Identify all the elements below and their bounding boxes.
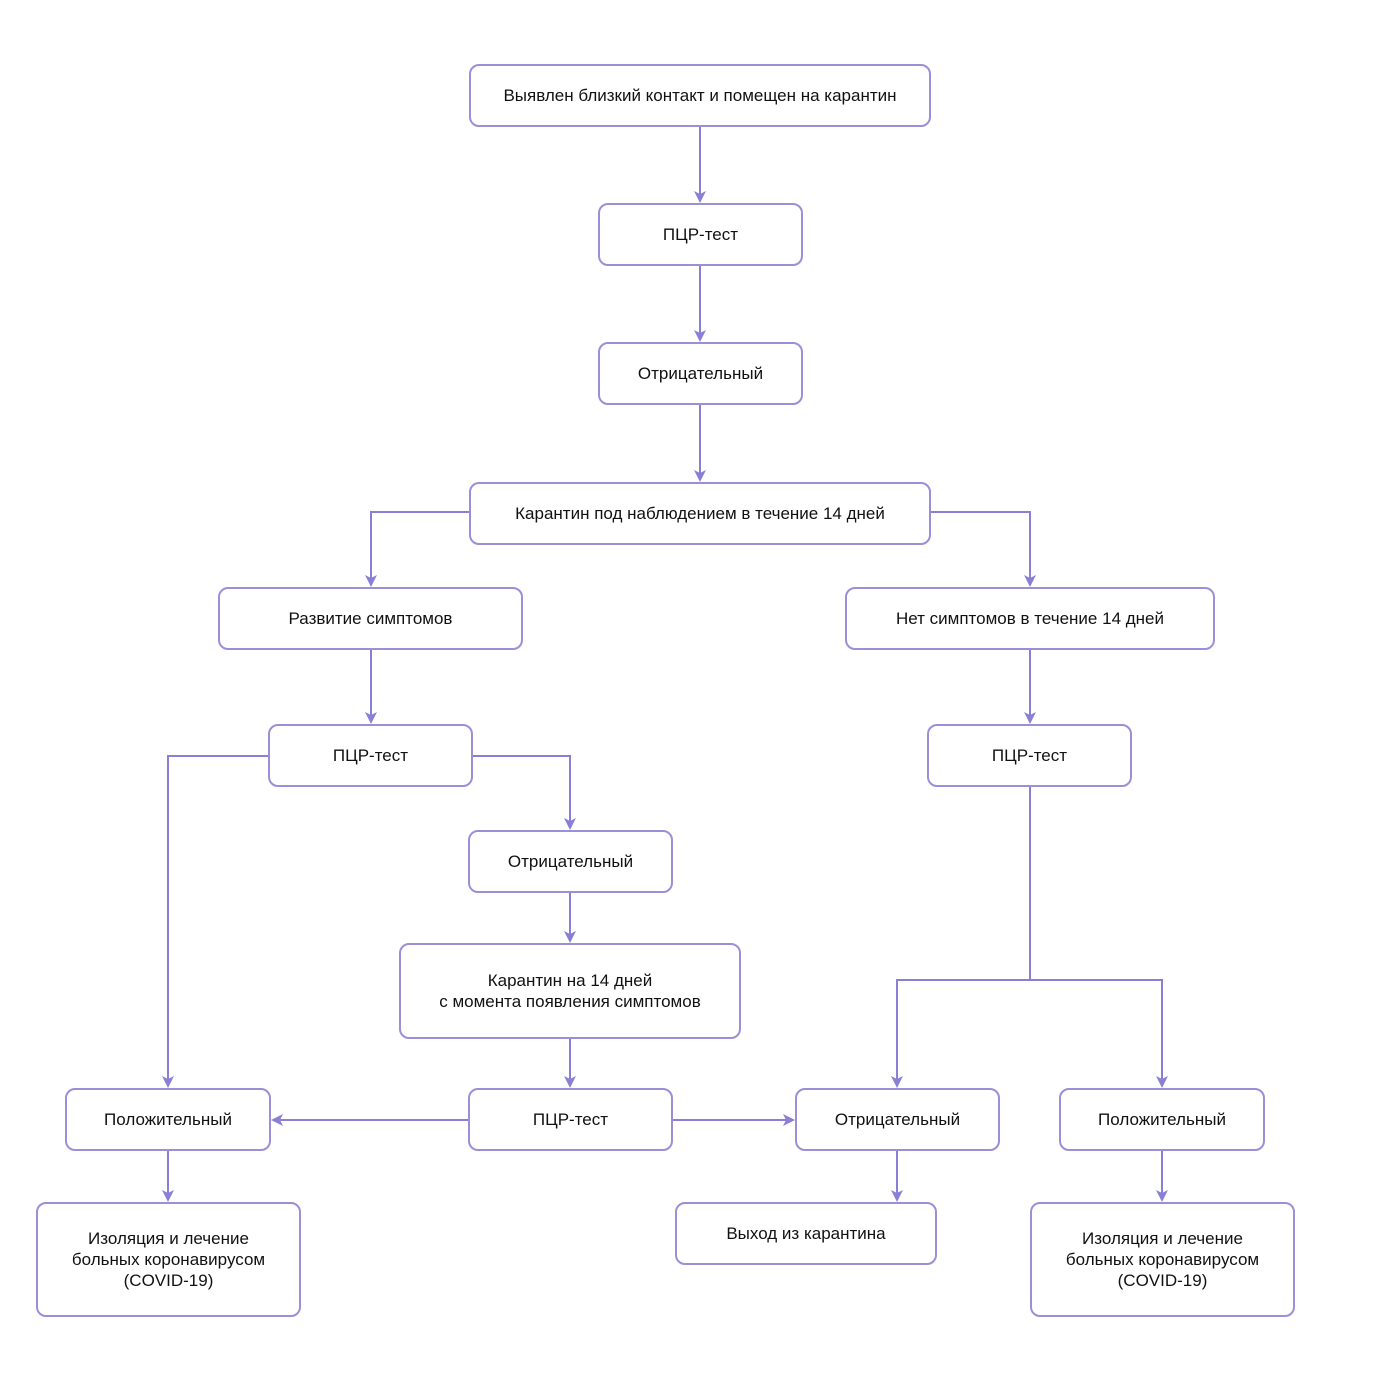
node-pcr-test-right: ПЦР-тест bbox=[927, 724, 1132, 787]
node-negative-1-label: Отрицательный bbox=[637, 364, 764, 383]
node-exit-quarantine-label: Выход из карантина bbox=[726, 1224, 886, 1243]
node-exit-quarantine: Выход из карантина bbox=[675, 1202, 937, 1265]
node-symptoms-develop: Развитие симптомов bbox=[218, 587, 523, 650]
node-quarantine-from-symptoms: Карантин на 14 дней с момента появления … bbox=[399, 943, 741, 1039]
node-quarantine-14-days-label: Карантин под наблюдением в течение 14 дн… bbox=[515, 504, 885, 523]
node-negative-2-label: Отрицательный bbox=[507, 852, 634, 871]
edge-quarantine-to-symptoms bbox=[365, 511, 470, 587]
edge-pcr2-to-pos-left bbox=[162, 755, 268, 1088]
node-no-symptoms: Нет симптомов в течение 14 дней bbox=[845, 587, 1215, 650]
node-isolation-right-label: Изоляция и лечение больных коронавирусом… bbox=[1065, 1229, 1260, 1290]
edge-quarantine-to-no-symptoms bbox=[930, 511, 1036, 587]
node-pcr-test-1-label: ПЦР-тест bbox=[662, 225, 739, 244]
node-close-contact-label: Выявлен близкий контакт и помещен на кар… bbox=[503, 86, 897, 105]
edge-pcr2-to-neg2 bbox=[472, 755, 576, 830]
node-pcr-test-2-label: ПЦР-тест bbox=[332, 746, 409, 765]
node-close-contact: Выявлен близкий контакт и помещен на кар… bbox=[469, 64, 931, 127]
node-negative-bottom-label: Отрицательный bbox=[834, 1110, 961, 1129]
node-pcr-test-right-label: ПЦР-тест bbox=[991, 746, 1068, 765]
node-negative-1: Отрицательный bbox=[598, 342, 803, 405]
node-isolation-left: Изоляция и лечение больных коронавирусом… bbox=[36, 1202, 301, 1317]
node-positive-left-label: Положительный bbox=[104, 1110, 232, 1129]
edge-pcr-right-to-neg-bottom bbox=[891, 979, 1030, 1088]
node-quarantine-from-symptoms-label: Карантин на 14 дней с момента появления … bbox=[439, 971, 701, 1011]
node-pcr-test-2: ПЦР-тест bbox=[268, 724, 473, 787]
node-isolation-left-label: Изоляция и лечение больных коронавирусом… bbox=[71, 1229, 266, 1290]
node-positive-right-label: Положительный bbox=[1098, 1110, 1226, 1129]
node-negative-2: Отрицательный bbox=[468, 830, 673, 893]
node-pcr-test-3: ПЦР-тест bbox=[468, 1088, 673, 1151]
edge-pcr-right-to-pos-right bbox=[1030, 979, 1168, 1088]
node-no-symptoms-label: Нет симптомов в течение 14 дней bbox=[895, 609, 1164, 628]
node-positive-left: Положительный bbox=[65, 1088, 271, 1151]
node-pcr-test-3-label: ПЦР-тест bbox=[532, 1110, 609, 1129]
node-positive-right: Положительный bbox=[1059, 1088, 1265, 1151]
node-quarantine-14-days: Карантин под наблюдением в течение 14 дн… bbox=[469, 482, 931, 545]
node-symptoms-develop-label: Развитие симптомов bbox=[288, 609, 453, 628]
node-pcr-test-1: ПЦР-тест bbox=[598, 203, 803, 266]
node-negative-bottom: Отрицательный bbox=[795, 1088, 1000, 1151]
node-isolation-right: Изоляция и лечение больных коронавирусом… bbox=[1030, 1202, 1295, 1317]
